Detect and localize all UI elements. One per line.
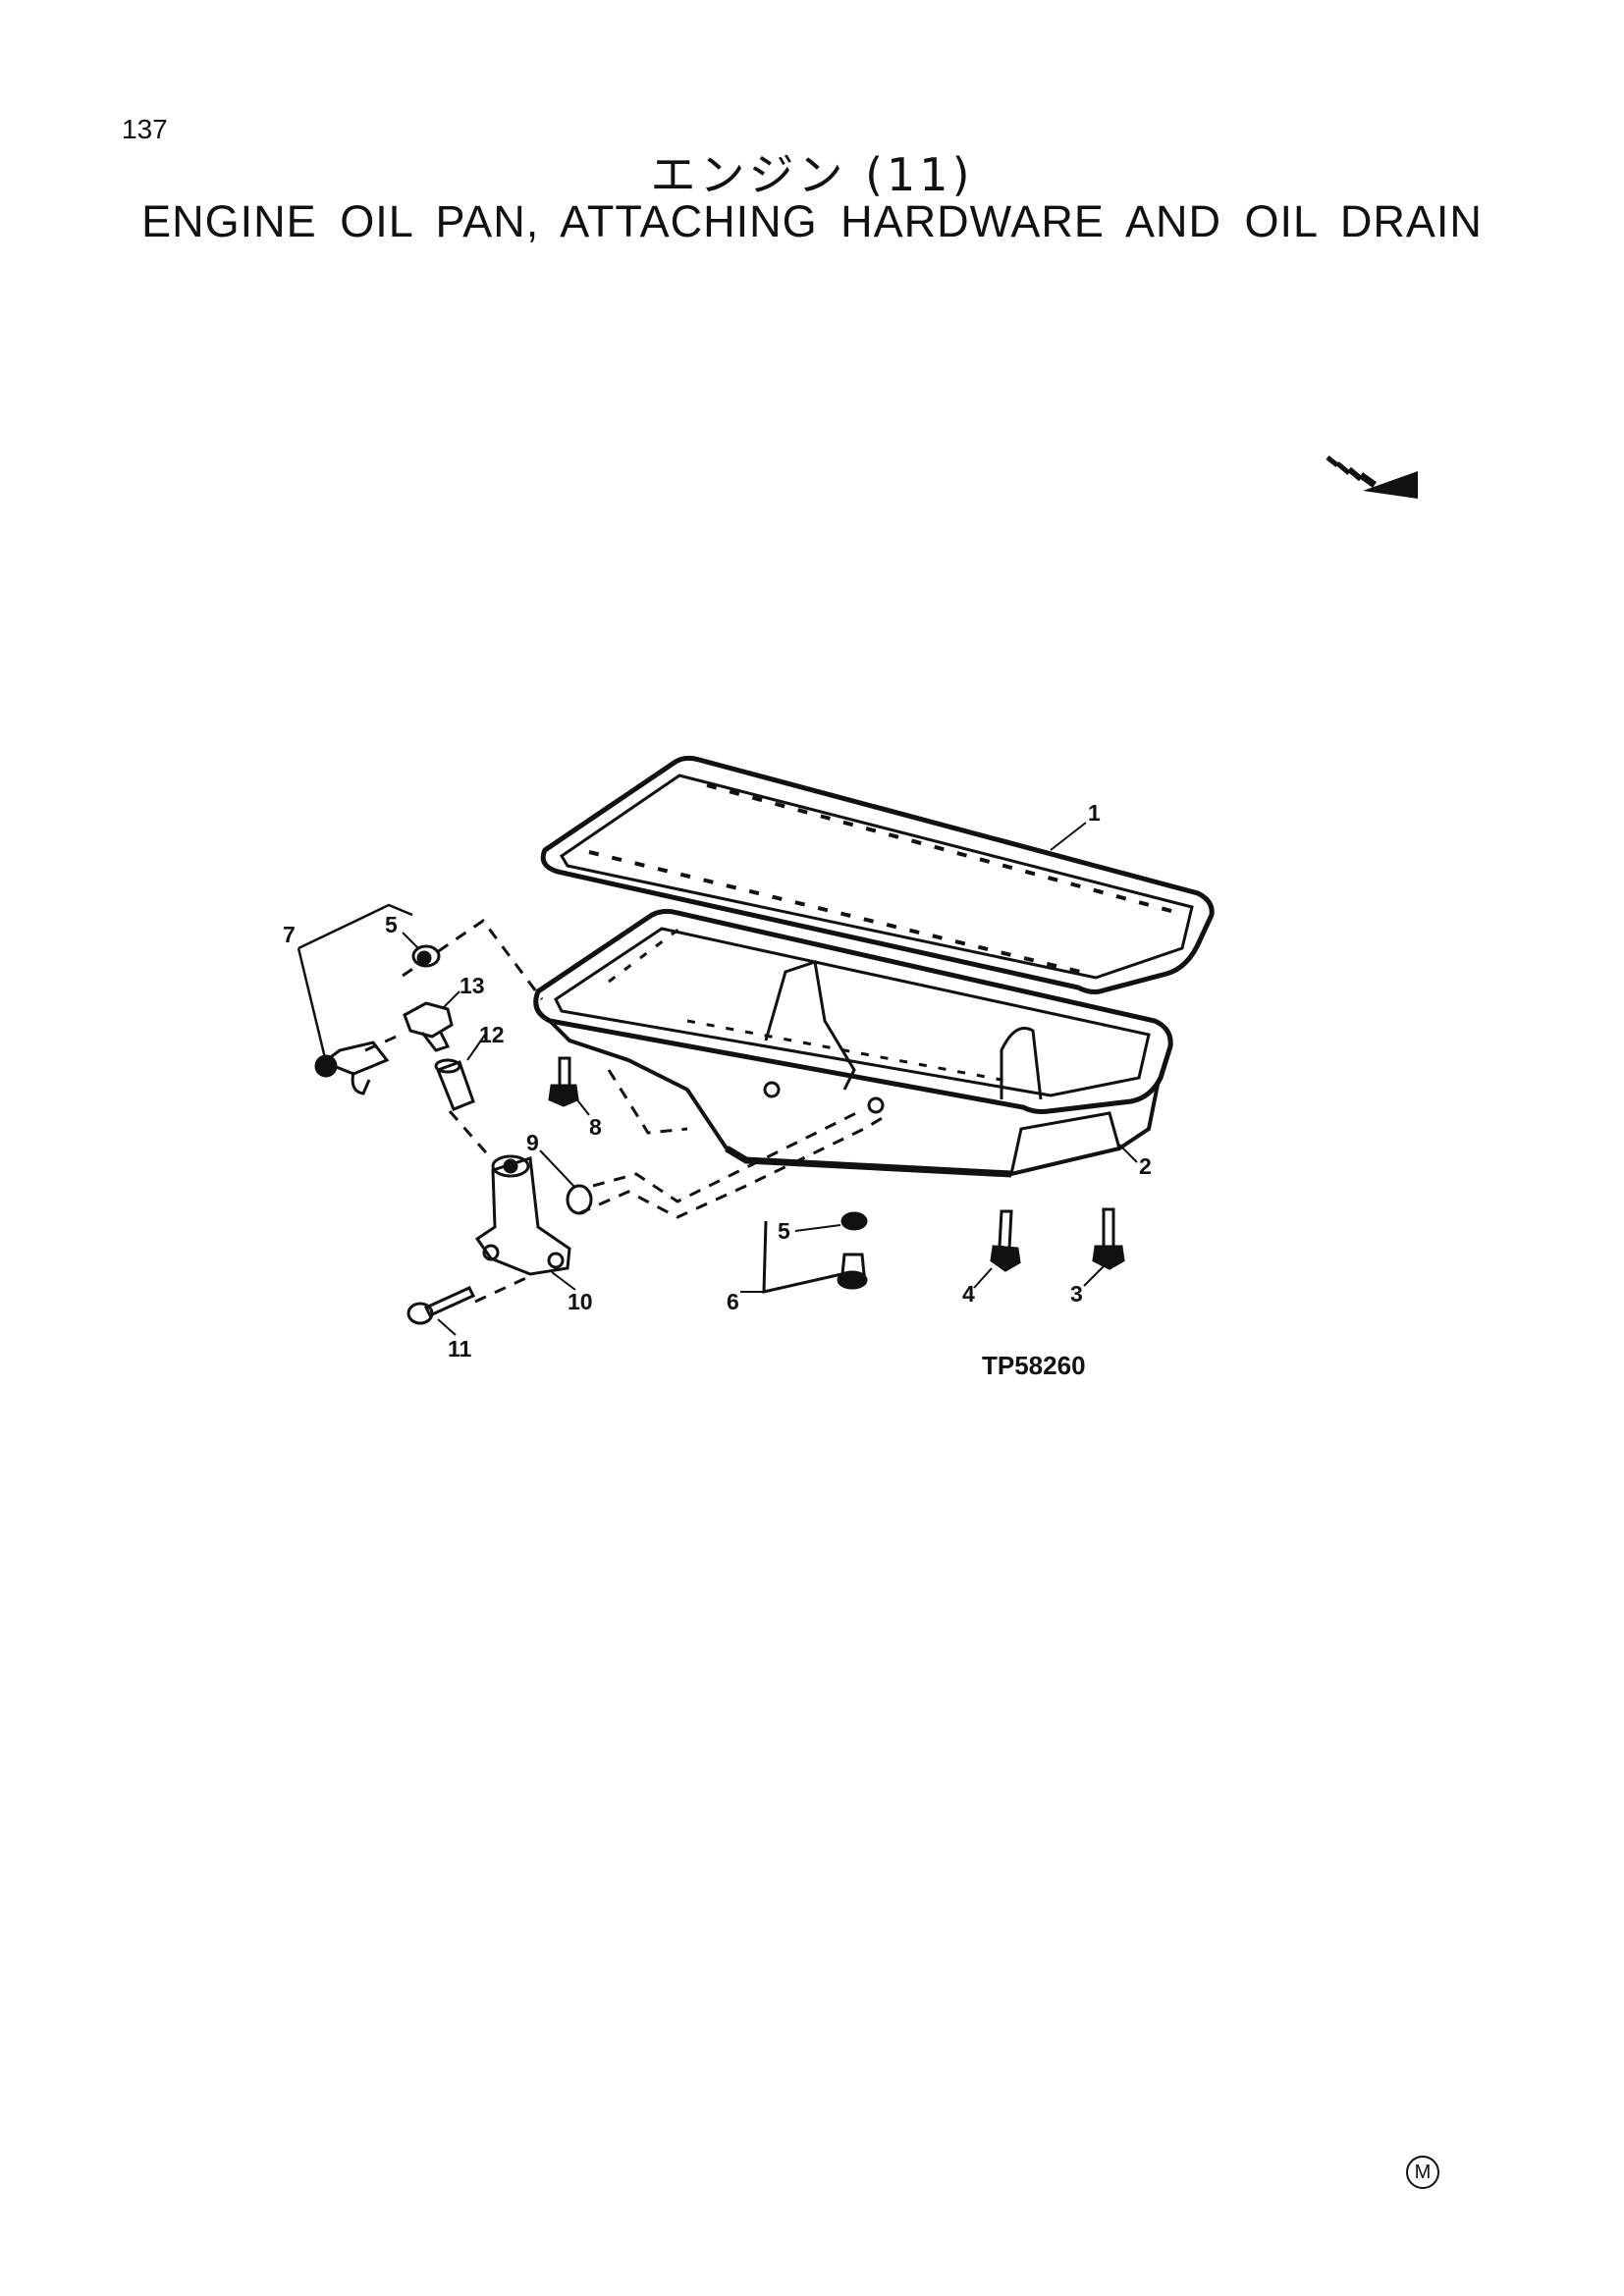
cap-screw-11 — [406, 1286, 476, 1325]
callout-4: 4 — [962, 1281, 975, 1307]
assembly-guide-lines — [364, 918, 885, 1304]
drain-plug-5-right — [840, 1211, 868, 1231]
callout-5-left: 5 — [385, 912, 398, 937]
callout-1: 1 — [1088, 800, 1101, 826]
callout-9: 9 — [526, 1130, 539, 1155]
drain-valve-7 — [314, 1041, 390, 1095]
figure-reference-code: TP58260 — [982, 1351, 1086, 1380]
cap-screw-3 — [1092, 1207, 1125, 1270]
callout-8: 8 — [589, 1114, 602, 1140]
callout-5-right: 5 — [778, 1218, 790, 1244]
adapter-12 — [434, 1058, 475, 1111]
callout-12: 12 — [479, 1022, 505, 1047]
plug-5-left — [411, 944, 441, 968]
page-title-en: ENGINE OIL PAN, ATTACHING HARDWARE AND O… — [141, 196, 1483, 246]
oil-pan-gasket — [540, 755, 1215, 994]
callout-11: 11 — [448, 1336, 472, 1362]
drain-plug-6 — [837, 1253, 868, 1290]
front-direction-arrow-icon — [1326, 455, 1418, 499]
corner-mark: M — [1406, 2156, 1439, 2189]
page-title-jp: エンジン (11) — [650, 148, 974, 201]
leader-lines — [402, 822, 1138, 1336]
callout-6: 6 — [727, 1289, 739, 1314]
callout-7: 7 — [283, 922, 296, 947]
drain-elbow-10 — [474, 1154, 571, 1276]
page-number: 137 — [122, 114, 168, 144]
callout-2: 2 — [1139, 1153, 1152, 1179]
fitting-13 — [403, 1001, 454, 1052]
callout-13: 13 — [460, 973, 485, 998]
callout-3: 3 — [1070, 1281, 1083, 1307]
oil-pan — [533, 908, 1173, 1178]
cap-screw-4 — [990, 1209, 1021, 1272]
cap-screw-8 — [548, 1056, 579, 1107]
callout-10: 10 — [568, 1289, 593, 1314]
